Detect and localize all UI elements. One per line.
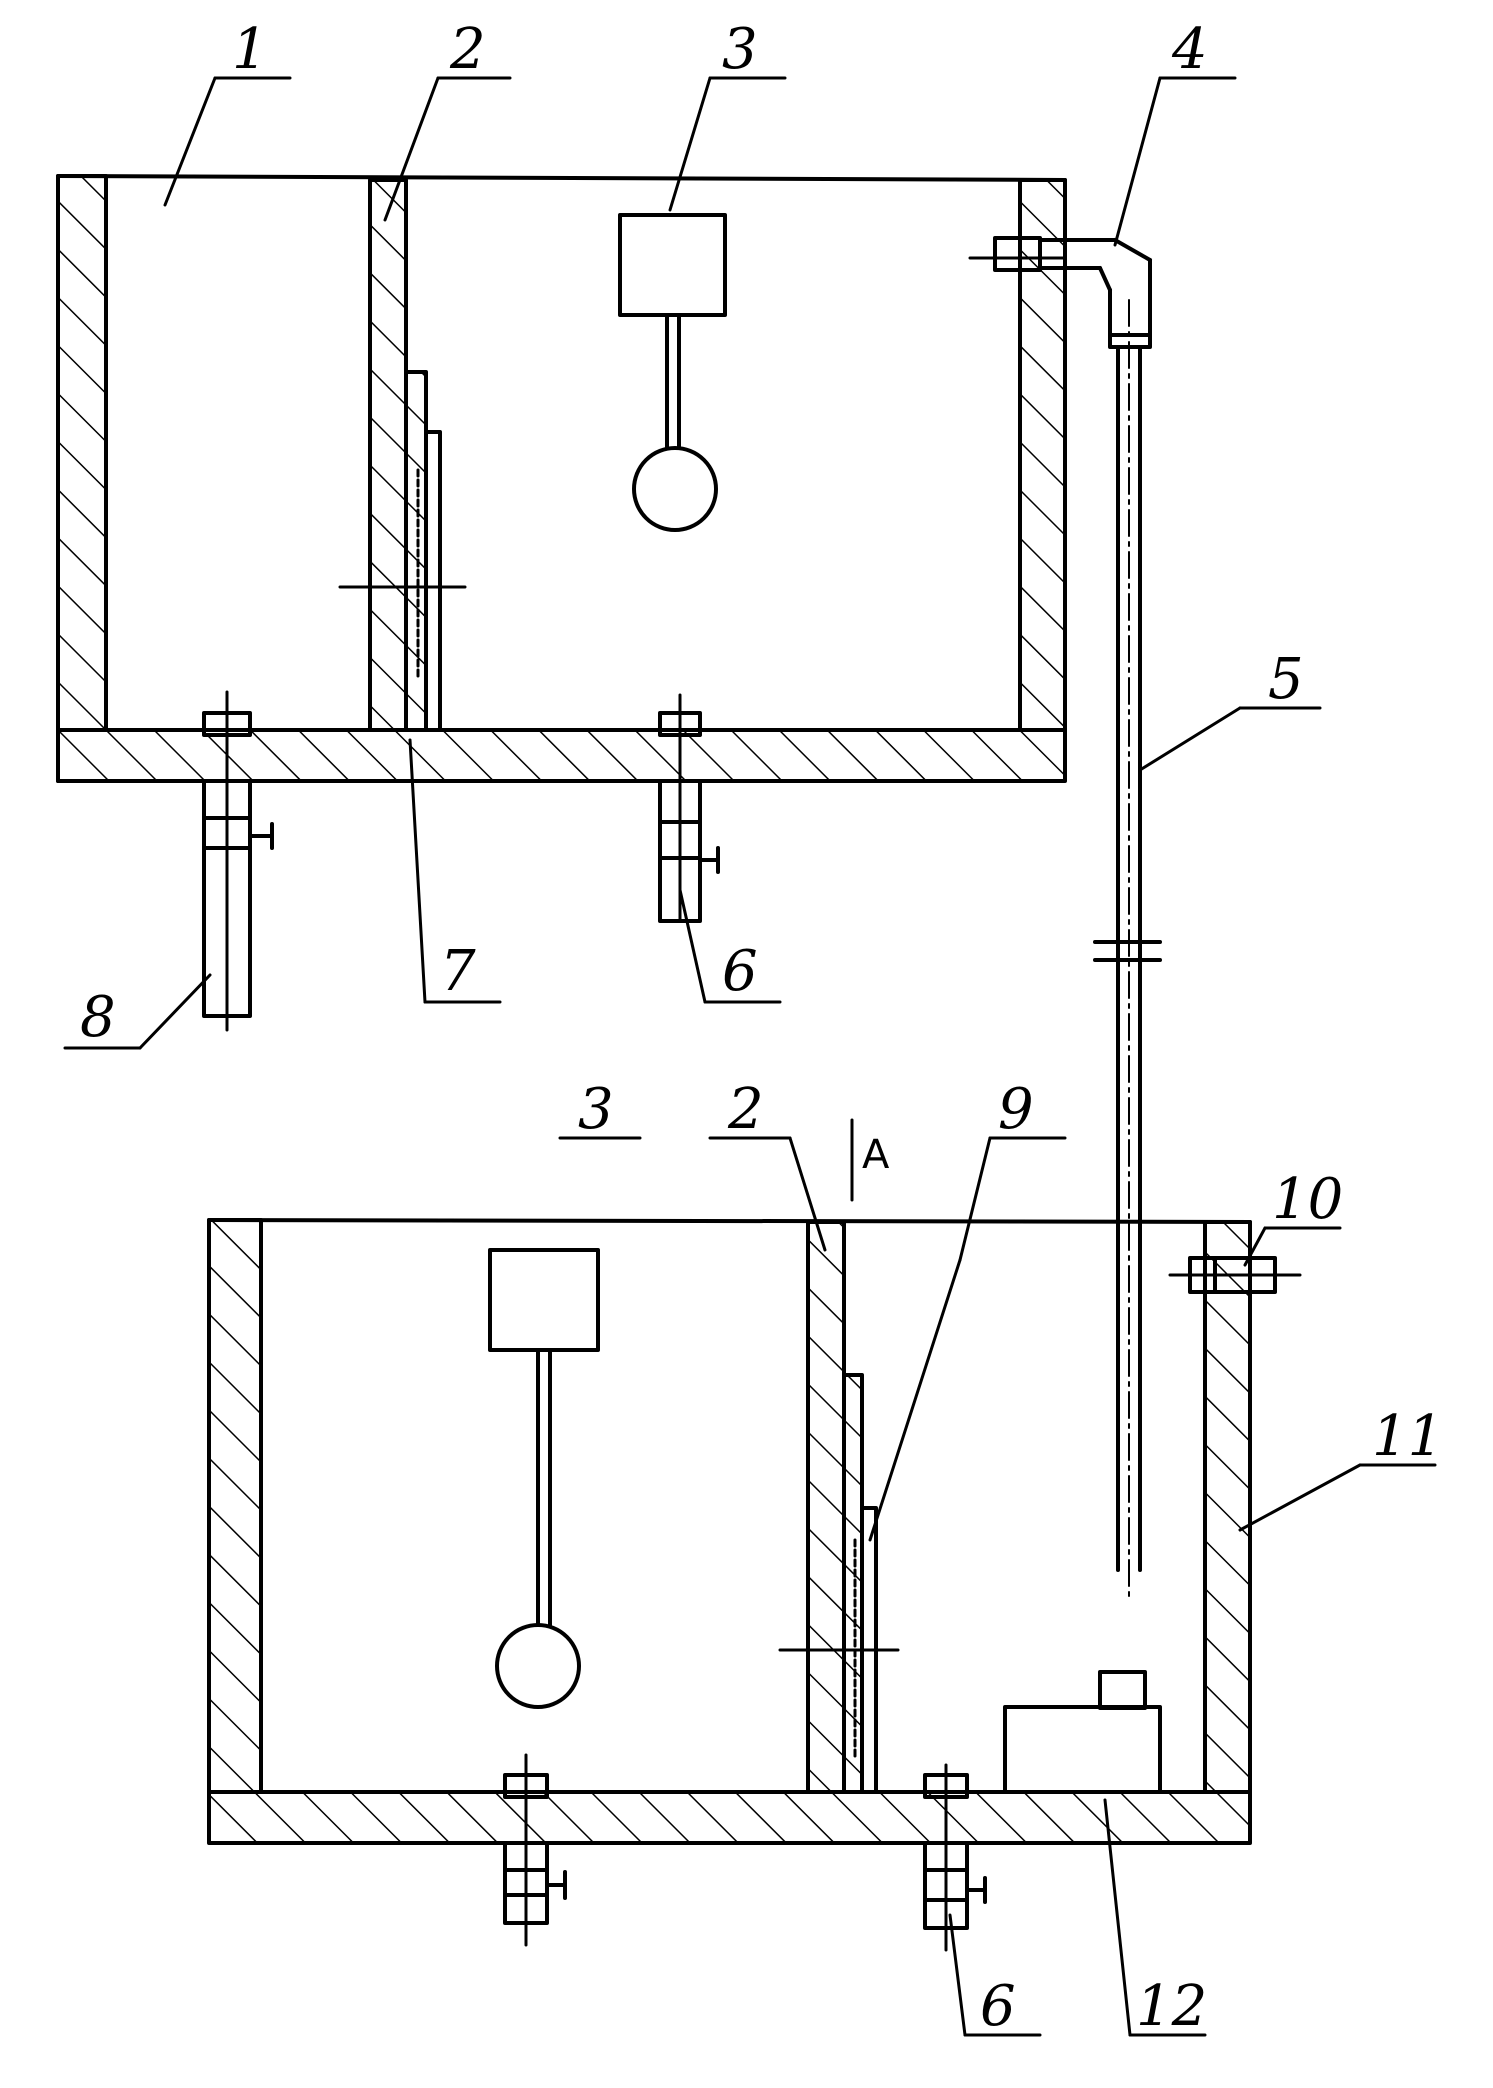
callout-8: 8 <box>80 985 116 1050</box>
callout-7: 7 <box>440 939 476 1004</box>
callout-3-upper: 3 <box>722 17 758 82</box>
callout-9: 9 <box>998 1077 1034 1142</box>
callout-2-lower: 2 <box>727 1077 764 1142</box>
lower-partition <box>806 1220 846 1794</box>
upper-tank-left-wall <box>56 174 108 783</box>
callout-6-lower: 6 <box>980 1974 1016 2039</box>
leader-lines <box>63 76 1437 2037</box>
callout-3-lower: 3 <box>578 1077 614 1142</box>
callout-12: 12 <box>1136 1974 1207 2039</box>
lower-tank <box>207 1118 1302 1952</box>
upper-float-controller <box>618 213 727 317</box>
lower-filter-plate <box>842 1373 864 1794</box>
section-label-a: A <box>862 1132 890 1178</box>
upper-filter-plate-outer <box>424 430 442 732</box>
callout-11: 11 <box>1372 1404 1443 1469</box>
lower-tank-bottom-wall <box>207 1790 1252 1845</box>
callout-labels: 1 2 3 4 5 6 7 8 3 2 A 9 10 11 6 12 <box>80 17 1443 2039</box>
callout-5: 5 <box>1268 647 1304 712</box>
upper-tank-bottom-wall <box>56 728 1067 783</box>
upper-partition <box>368 178 408 732</box>
callout-4: 4 <box>1171 17 1208 82</box>
callout-2-upper: 2 <box>449 17 486 82</box>
elbow-joint-4 <box>993 236 1042 272</box>
connecting-pipe <box>968 236 1162 1601</box>
pump-12 <box>1003 1705 1162 1794</box>
lower-tank-top-edge <box>207 1218 1252 1224</box>
callout-1: 1 <box>232 17 268 82</box>
upper-filter-plate <box>404 370 428 732</box>
upper-tank-top-edge <box>56 174 1067 182</box>
lower-float-controller <box>488 1248 600 1352</box>
upper-float-ball <box>632 446 718 532</box>
callout-10: 10 <box>1272 1167 1343 1232</box>
lower-tank-right-wall <box>1203 1220 1252 1794</box>
callout-6-upper: 6 <box>722 939 758 1004</box>
lower-float-ball <box>495 1623 581 1709</box>
upper-tank <box>56 174 1067 1032</box>
upper-tank-right-wall <box>1018 178 1067 732</box>
lower-tank-left-wall <box>207 1218 263 1843</box>
